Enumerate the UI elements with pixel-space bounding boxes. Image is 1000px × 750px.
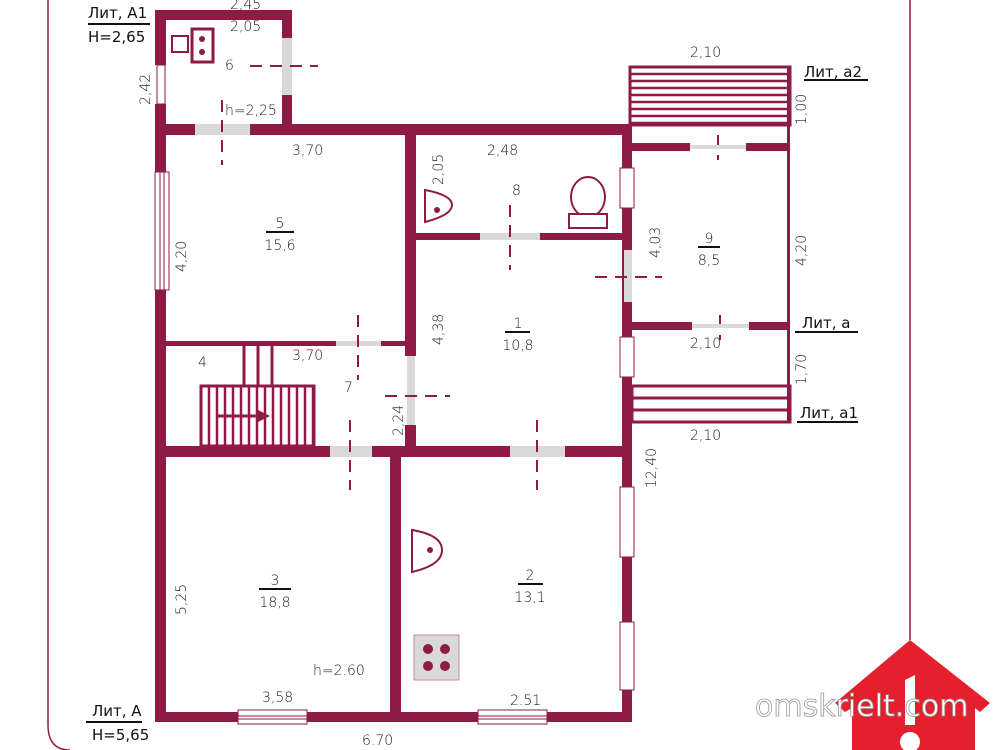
svg-text:1,70: 1,70 <box>794 354 810 385</box>
svg-text:2,10: 2,10 <box>690 428 721 444</box>
svg-text:2,05: 2,05 <box>230 19 261 35</box>
svg-text:18,8: 18,8 <box>259 595 290 611</box>
room-9-walls <box>632 67 790 422</box>
sink-icon-room-8 <box>424 188 454 224</box>
svg-text:4,20: 4,20 <box>794 235 810 266</box>
svg-text:5,25: 5,25 <box>174 584 190 615</box>
frame-left <box>47 0 71 750</box>
svg-text:2,10: 2,10 <box>690 336 721 352</box>
svg-text:3,58: 3,58 <box>262 690 293 706</box>
svg-text:4,03: 4,03 <box>648 227 664 258</box>
svg-text:h=2.60: h=2.60 <box>313 663 365 679</box>
watermark: omskrielt.com <box>755 689 968 724</box>
svg-text:2.51: 2.51 <box>510 693 541 709</box>
svg-text:6.70: 6.70 <box>362 733 393 749</box>
svg-text:2: 2 <box>526 568 535 584</box>
svg-text:2,05: 2,05 <box>431 154 447 185</box>
door-swing-lines <box>221 65 721 490</box>
svg-text:2,45: 2,45 <box>230 0 261 13</box>
svg-text:7: 7 <box>344 380 353 396</box>
label-lit-a1-porch: Лит, а1 <box>800 404 858 422</box>
toilet-icon <box>568 176 608 229</box>
sink-icon-room-2 <box>411 528 444 574</box>
svg-text:3,70: 3,70 <box>292 348 323 364</box>
svg-text:3: 3 <box>271 573 280 589</box>
label-lit-a: Лит, а <box>802 314 851 332</box>
svg-text:13,1: 13,1 <box>514 590 545 606</box>
stove-icon-annex <box>171 27 215 64</box>
annex-a1-walls <box>155 10 292 135</box>
svg-text:12,40: 12,40 <box>644 448 660 488</box>
label-h-main: H=5,65 <box>92 726 149 744</box>
svg-text:3,70: 3,70 <box>292 143 323 159</box>
svg-text:9: 9 <box>705 231 714 247</box>
label-lit-main: Лит, А <box>92 702 142 720</box>
porch-a1 <box>630 384 792 424</box>
logo-house-key-icon <box>835 640 990 750</box>
svg-text:4,20: 4,20 <box>174 241 190 272</box>
svg-text:1: 1 <box>514 316 523 332</box>
windows <box>154 167 635 725</box>
room-labels: 1 10,8 2 13,1 3 18,8 4 5 15,6 6 7 8 9 8,… <box>198 58 720 611</box>
svg-text:1,00: 1,00 <box>794 94 810 125</box>
porch-a2 <box>628 65 792 127</box>
staircase <box>199 344 316 448</box>
svg-text:6: 6 <box>225 58 234 74</box>
svg-text:4,38: 4,38 <box>431 314 447 345</box>
dimensions: 2,45 2,05 h=2,25 3,70 2,48 2,10 2,10 2,1… <box>138 0 810 749</box>
svg-text:15,6: 15,6 <box>264 238 295 254</box>
label-lit-a2: Лит, а2 <box>804 63 862 81</box>
svg-text:8,5: 8,5 <box>698 253 720 269</box>
label-lit-a1: Лит, А1 <box>88 4 147 22</box>
svg-text:2,48: 2,48 <box>487 143 518 159</box>
svg-text:8: 8 <box>512 183 521 199</box>
svg-text:2,10: 2,10 <box>690 45 721 61</box>
svg-text:2,24: 2,24 <box>391 405 407 436</box>
label-h-a1: H=2,65 <box>88 28 145 46</box>
svg-text:5: 5 <box>276 216 285 232</box>
svg-text:h=2,25: h=2,25 <box>225 103 277 119</box>
svg-text:4: 4 <box>198 355 207 371</box>
stove-icon-kitchen <box>413 634 460 681</box>
svg-text:2,42: 2,42 <box>138 74 154 105</box>
svg-text:10,8: 10,8 <box>502 338 533 354</box>
